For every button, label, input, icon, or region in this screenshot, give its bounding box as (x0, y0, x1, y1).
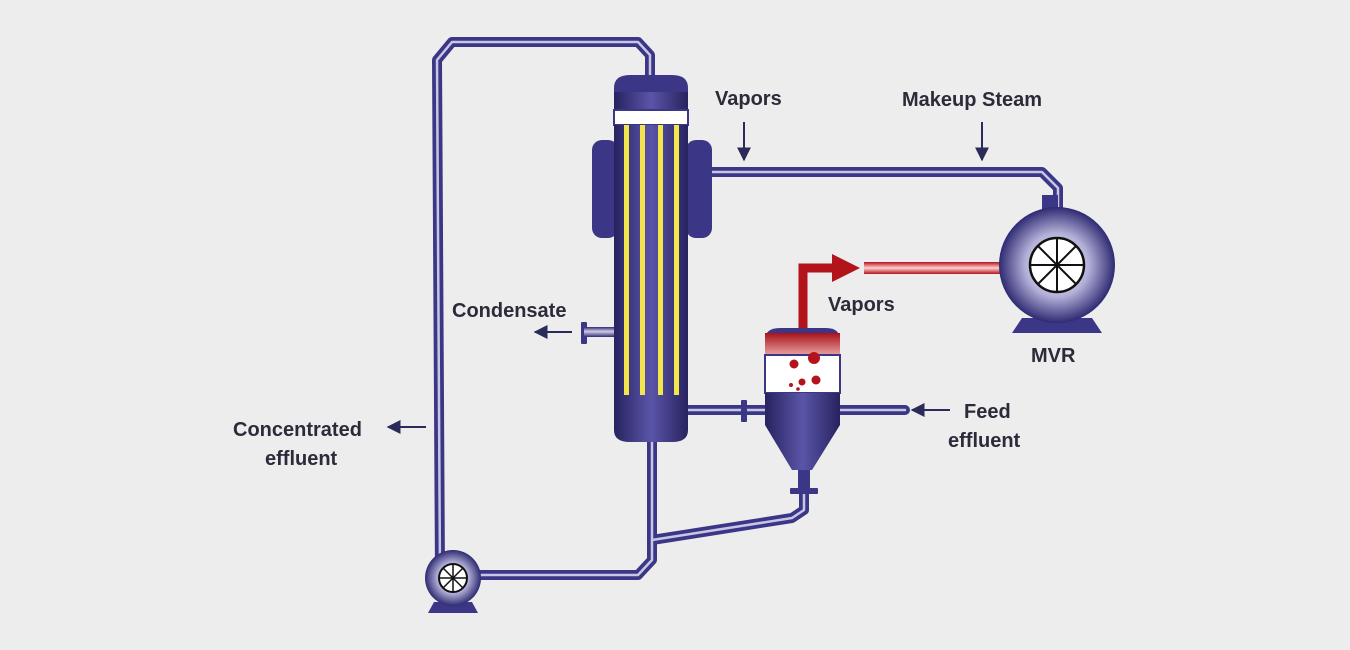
pump-to-column-pipe (470, 435, 657, 580)
vapors-label: Vapors (715, 88, 782, 110)
feed-effluent-label: effluent (948, 430, 1021, 452)
concentrated-effluent-label: effluent (265, 448, 338, 470)
condensate-label: Condensate (452, 300, 567, 322)
separator-return-pipe (647, 485, 809, 545)
separator-vapor-space (765, 333, 840, 355)
vapor-arrow-head (832, 254, 860, 282)
heat-exchanger-tubes (624, 125, 679, 395)
vapor-separator (764, 328, 841, 488)
flange (790, 488, 818, 494)
pipe-network (432, 37, 1063, 580)
steam-jacket-right (686, 140, 712, 238)
column-tube-bundle (613, 109, 689, 126)
vapor-to-mvr-pipe (864, 262, 1000, 274)
steam-line-pipe (705, 167, 1063, 215)
condensate-outlet (584, 327, 618, 337)
concentrated-label: Concentrated (233, 419, 362, 441)
mvr-label: MVR (1031, 345, 1076, 367)
mvr-compressor (999, 195, 1115, 333)
flange (741, 400, 747, 422)
vapor-bubbles (789, 352, 821, 391)
separator-cone (765, 425, 840, 470)
steam-jacket-left (592, 140, 618, 238)
makeup-steam-label: Makeup Steam (902, 89, 1043, 111)
flow-arrows (386, 122, 989, 434)
hot-vapor-line (798, 254, 1000, 328)
fan-blades-icon (1030, 238, 1084, 292)
evaporator-column (592, 75, 712, 442)
pump-impeller-icon (439, 564, 467, 592)
hot-vapors-label: Vapors (828, 294, 895, 316)
separator-chamber (764, 354, 841, 394)
column-bottom-dome (614, 395, 688, 442)
recirculation-pump (425, 550, 481, 613)
feed-label: Feed (964, 401, 1011, 423)
